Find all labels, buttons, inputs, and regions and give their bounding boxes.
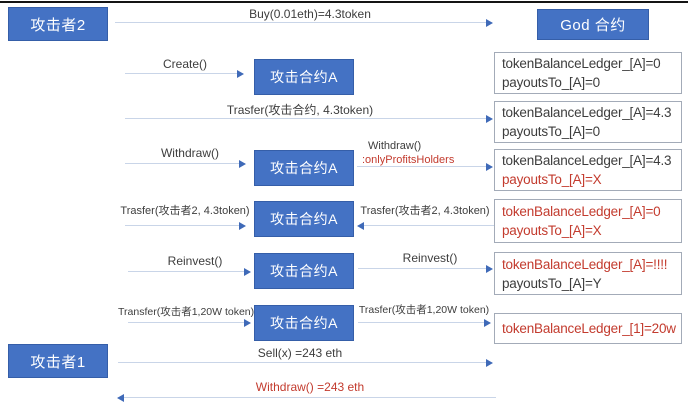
actor-attack-contract-a: 攻击合约A	[254, 253, 354, 289]
actor-attacker1: 攻击者1	[8, 344, 108, 378]
ledger-line: payoutsTo_[A]=X	[502, 223, 602, 238]
actor-god-contract: God 合约	[537, 9, 649, 40]
arrow-transfer-attacker2-right	[357, 221, 494, 230]
arrow-reinvest-right	[358, 264, 493, 273]
ledger-line: tokenBalanceLedger_[1]=20w	[502, 321, 676, 336]
arrow-withdraw-final	[117, 393, 496, 402]
arrowhead-icon	[244, 267, 251, 276]
message-label-withdraw-left: Withdraw()	[160, 146, 219, 160]
actor-attack-contract-a: 攻击合约A	[254, 150, 354, 186]
actor-attack-contract-a: 攻击合约A	[254, 305, 354, 341]
arrow-create	[125, 69, 244, 78]
ledger-state-2: tokenBalanceLedger_[A]=4.3 payoutsTo_[A]…	[494, 101, 682, 143]
message-label-buy: Buy(0.01eth)=4.3token	[249, 7, 371, 21]
message-label-transfer-attacker1-right: Trasfer(攻击者1,20W token)	[358, 304, 490, 316]
ledger-line: payoutsTo_[A]=X	[502, 172, 602, 187]
arrowhead-icon	[486, 162, 493, 171]
ledger-line: tokenBalanceLedger_[A]=4.3	[502, 153, 672, 168]
ledger-state-1: tokenBalanceLedger_[A]=0 payoutsTo_[A]=0	[494, 52, 682, 94]
arrowhead-icon	[239, 221, 246, 230]
message-label-withdraw-final: Withdraw() =243 eth	[255, 380, 365, 394]
arrow-transfer-attacker1-right	[358, 318, 491, 327]
ledger-line: payoutsTo_[A]=Y	[502, 275, 602, 291]
message-label-reinvest-left: Reinvest()	[167, 254, 223, 268]
message-label-transfer-contract: Trasfer(攻击合约, 4.3token)	[226, 103, 374, 117]
message-label-reinvest-right: Reinvest()	[402, 251, 458, 265]
arrowhead-icon	[486, 358, 493, 367]
message-label-transfer-attacker2-left: Trasfer(攻击者2, 4.3token)	[120, 205, 250, 217]
actor-attack-contract-a: 攻击合约A	[254, 201, 354, 237]
arrow-sell	[118, 358, 493, 367]
actor-attacker2: 攻击者2	[8, 7, 108, 41]
arrow-buy	[115, 18, 493, 27]
message-label-transfer-attacker1-left: Transfer(攻击者1,20W token)	[118, 306, 255, 318]
ledger-line: tokenBalanceLedger_[A]=0	[502, 56, 661, 71]
actor-attack-contract-a: 攻击合约A	[254, 59, 354, 95]
arrowhead-icon	[486, 114, 493, 123]
arrowhead-icon	[239, 159, 246, 168]
arrowhead-icon	[484, 318, 491, 327]
message-label-withdraw-right: Withdraw()	[368, 140, 422, 152]
top-rule	[0, 1, 688, 3]
ledger-state-4: tokenBalanceLedger_[A]=0 payoutsTo_[A]=X	[494, 199, 682, 243]
ledger-line: payoutsTo_[A]=0	[502, 124, 600, 139]
ledger-state-5: tokenBalanceLedger_[A]=!!!! payoutsTo_[A…	[494, 252, 682, 295]
arrowhead-icon	[237, 69, 244, 78]
arrowhead-icon	[117, 393, 124, 402]
arrowhead-icon	[486, 18, 493, 27]
message-label-transfer-attacker2-right: Trasfer(攻击者2, 4.3token)	[360, 205, 490, 217]
arrowhead-icon	[357, 221, 364, 230]
arrow-withdraw-left	[125, 159, 246, 168]
message-label-sell: Sell(x) =243 eth	[257, 346, 343, 360]
ledger-line: tokenBalanceLedger_[A]=4.3	[502, 105, 672, 120]
ledger-line: payoutsTo_[A]=0	[502, 75, 600, 90]
arrowhead-icon	[244, 318, 251, 327]
arrow-withdraw-right	[357, 162, 493, 171]
ledger-state-6: tokenBalanceLedger_[1]=20w	[494, 313, 682, 344]
arrowhead-icon	[486, 264, 493, 273]
ledger-line: tokenBalanceLedger_[A]=0	[502, 204, 661, 219]
ledger-state-3: tokenBalanceLedger_[A]=4.3 payoutsTo_[A]…	[494, 149, 682, 191]
arrow-reinvest-left	[128, 267, 251, 276]
arrow-transfer-attacker2-left	[125, 221, 246, 230]
ledger-line: tokenBalanceLedger_[A]=!!!!	[502, 256, 668, 272]
message-label-create: Create()	[162, 57, 207, 71]
arrow-transfer-contract	[125, 114, 493, 123]
message-label-only-profits-holders: :onlyProfitsHolders	[362, 154, 455, 166]
arrow-transfer-attacker1-left	[128, 318, 251, 327]
